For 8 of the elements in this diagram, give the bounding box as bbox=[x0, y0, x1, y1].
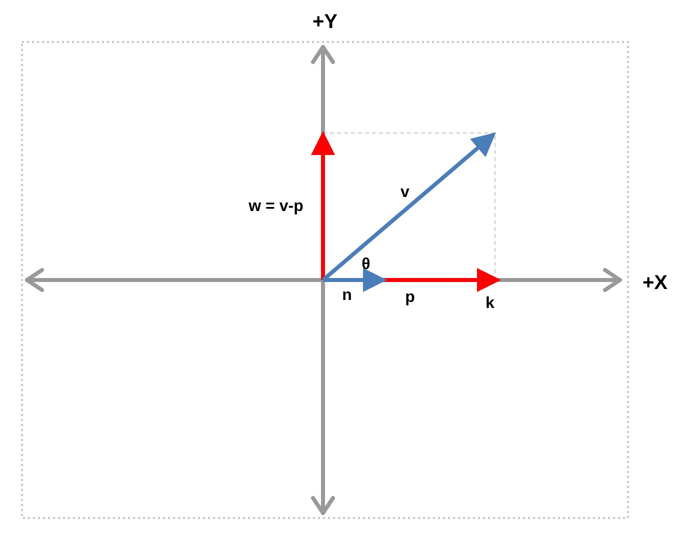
axis-label: p bbox=[405, 290, 415, 306]
axis-label: θ bbox=[362, 257, 370, 273]
axis-label: k bbox=[486, 296, 494, 312]
axis-label: v bbox=[400, 185, 410, 201]
axis-label: w = v-p bbox=[248, 199, 304, 215]
axis-label: n bbox=[342, 288, 352, 304]
axis-label: +X bbox=[642, 273, 668, 293]
axis-label: +Y bbox=[312, 12, 338, 32]
